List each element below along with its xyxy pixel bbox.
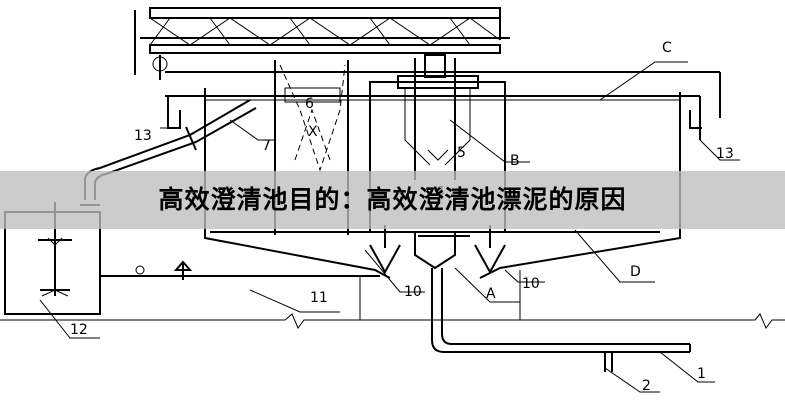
label-11: 11 [310,290,328,306]
label-c: C [662,40,672,56]
caption-banner [0,171,785,229]
label-12: 12 [70,322,88,338]
label-a: A [486,286,496,302]
label-5: 5 [457,145,466,161]
label-2: 2 [642,378,651,394]
pipe-11 [100,260,380,320]
launders [167,96,702,140]
label-d: D [630,264,641,280]
truss-bridge [134,7,510,80]
center-well [369,54,506,270]
leader-lines [39,61,740,393]
ground-lines [0,270,785,329]
label-7: 7 [262,138,271,154]
label-6: 6 [305,96,314,112]
banner-title: 高效澄清池目的：高效澄清池漂泥的原因 [158,185,627,214]
label-10-left: 10 [404,284,422,300]
label-x: X [308,124,318,140]
label-10-right: 10 [522,276,540,292]
label-13-right: 13 [716,146,734,162]
label-1: 1 [697,366,706,382]
drain-pipe [431,268,691,372]
label-13-left: 13 [134,128,152,144]
label-b: B [510,153,520,169]
